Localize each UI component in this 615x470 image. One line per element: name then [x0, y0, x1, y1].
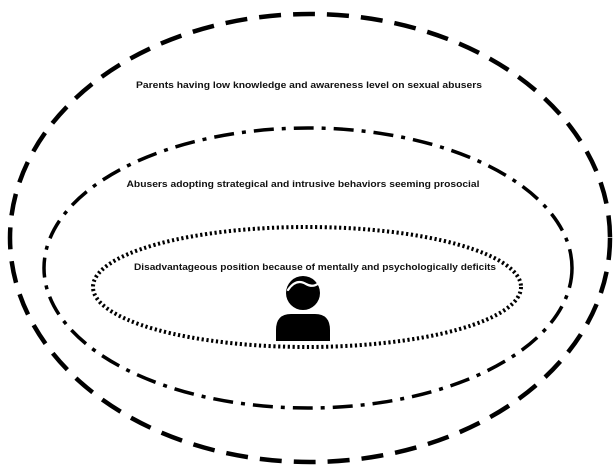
- inner-layer-ellipse: [91, 225, 523, 349]
- middle-layer-label: Abusers adopting strategical and intrusi…: [127, 179, 480, 190]
- person-hair-line: [286, 280, 321, 292]
- person-head: [286, 276, 320, 310]
- person-body: [276, 314, 330, 341]
- middle-layer-ellipse: [42, 126, 574, 410]
- person-icon: [276, 276, 330, 341]
- outer-layer-label: Parents having low knowledge and awarene…: [136, 80, 482, 91]
- outer-layer-ellipse: [7, 11, 613, 465]
- inner-layer-label: Disadvantageous position because of ment…: [134, 262, 496, 273]
